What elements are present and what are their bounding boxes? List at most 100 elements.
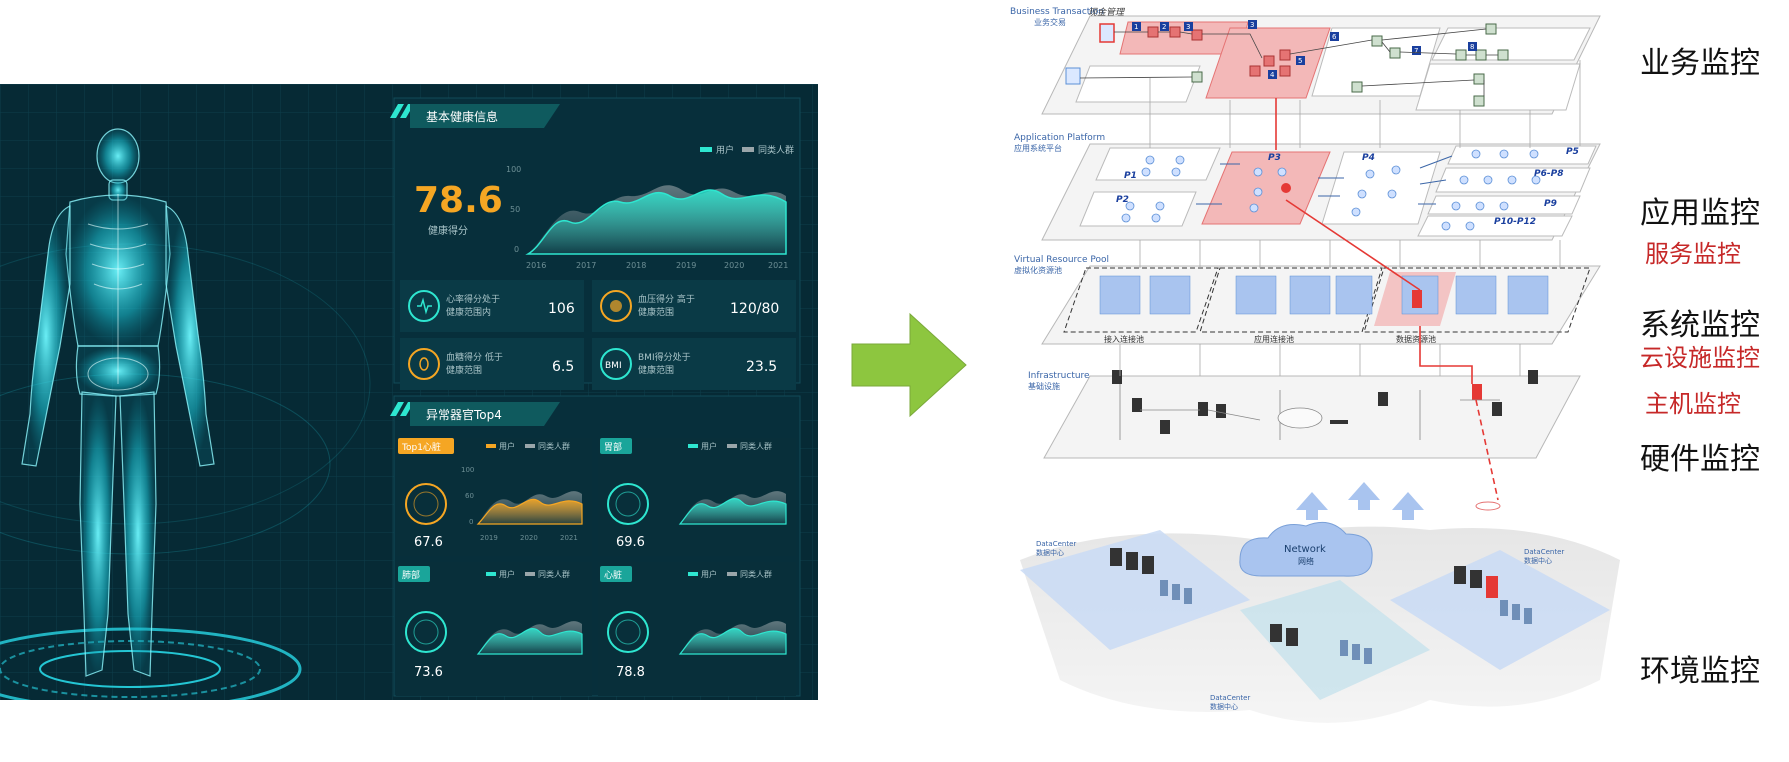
process-node [1371,35,1383,47]
network-label: Network [1284,544,1326,555]
alert-node [1281,183,1291,193]
platform-label: P4 [1362,153,1375,163]
health-trend-chart: 100 50 0 2016 2017 2018 2019 2020 2021 [506,165,788,270]
legend-peer-label: 同类人群 [538,441,570,451]
x-tick: 2021 [560,534,578,542]
platform-box [1095,147,1221,181]
x-tick: 2017 [576,261,596,270]
user-area [678,628,787,655]
y-tick: 0 [514,245,519,254]
process-node [1279,65,1291,77]
monitor-label-system: 系统监控 [1640,308,1760,343]
step-badge: 5 [1298,57,1302,65]
monitor-label-application: 应用监控 [1640,196,1760,231]
platform-label: P10-P12 [1494,217,1536,227]
organ-tag [398,566,430,582]
bmi-badge: BMI [605,361,622,371]
layer-cn-label: 虚拟化资源池 [1014,265,1062,275]
layer-business-transaction: Business Transaction 业务交易 现金管理 [1010,7,1601,115]
y-tick: 60 [465,492,474,500]
organ-card-heart: 心脏 用户 同类人群 78.8 [598,562,796,696]
step-badge: 2 [1162,23,1166,31]
organ-name: Top1心脏 [401,441,441,453]
organ-tag [600,566,632,582]
legend-user-swatch [700,147,712,152]
alert-host-icon [1472,384,1482,400]
step-badge: 4 [1270,71,1275,79]
x-tick: 2020 [520,534,538,542]
indicator-label: 血压得分 高于 [638,293,695,305]
monitor-label-business: 业务监控 [1640,46,1760,81]
flow-lines [1079,28,1498,96]
organ-name: 心脏 [604,569,622,581]
datacenter-sublabel: 数据中心 [1036,548,1064,557]
legend-peer-label: 同类人群 [740,569,772,579]
layer-cn-label: 基础设施 [1028,381,1060,391]
datacenter-center: DataCenter 数据中心 [1210,580,1430,711]
organ-score: 73.6 [414,665,443,680]
heart-organ-icon [405,483,447,525]
layer-cn-label: 业务交易 [1034,17,1066,27]
platform-label: P1 [1124,171,1137,181]
indicator-label: 心率得分处于 [446,293,500,305]
layer-connectors [1119,60,1581,376]
layer-application-platform: Application Platform 应用系统平台 P1 P2 P3 P4 … [1014,133,1601,241]
datacenter-label: DataCenter [1210,694,1250,702]
bmi-icon [600,348,632,380]
layer-infrastructure: Infrastructure 基础设施 [1028,370,1581,459]
pool-label: 接入连接池 [1104,334,1144,344]
process-node [1485,23,1497,35]
step-badge: 7 [1414,47,1418,55]
x-tick: 2019 [676,261,696,270]
indicator-card-bmi: BMI BMI得分处于 健康范围 23.5 [592,338,796,390]
up-arrows [1296,482,1424,520]
organ-score: 78.8 [616,665,645,680]
server-racks [1099,275,1549,315]
step-badge: 3 [1250,21,1254,29]
abnormal-organs-title: 异常器官Top4 [426,407,502,422]
monitor-label-host: 主机监控 [1645,390,1741,418]
y-tick: 50 [510,205,520,214]
layer-en-label: Virtual Resource Pool [1014,255,1109,265]
step-badge: 6 [1332,33,1337,41]
indicator-sublabel: 健康范围 [638,364,674,376]
process-node [1473,95,1485,107]
x-tick: 2019 [480,534,498,542]
indicator-card-blood-sugar: 血糖得分 低于 健康范围 6.5 [400,338,584,390]
organ-tag [600,438,632,454]
datacenter-label: DataCenter [1524,548,1564,556]
datacenter-sublabel: 数据中心 [1524,556,1552,565]
step-badge: 3 [1186,23,1190,31]
monitor-label-environment: 环境监控 [1640,654,1760,689]
legend-user-label: 用户 [701,569,717,579]
blood-sugar-icon [408,348,440,380]
organ-tag [398,438,454,454]
datacenter-label: DataCenter [1036,540,1076,548]
header-slash-icon [390,104,414,118]
organ-card-stomach: 胃部 用户 同类人群 69.6 [598,438,796,556]
indicator-value: 120/80 [730,301,779,317]
layer-cn-label: 应用系统平台 [1014,143,1062,153]
trace-endpoint [1475,501,1501,511]
layer-en-label: Infrastructure [1028,371,1090,381]
indicator-sublabel: 健康范围内 [446,306,491,318]
skeleton-lines [87,194,149,391]
heart-organ-icon [607,611,649,653]
legend-user-label: 用户 [499,441,515,451]
process-node [1169,26,1181,38]
datacenter-east: DataCenter 数据中心 [1390,548,1610,670]
user-area [476,498,583,525]
dashboard-canvas: 基本健康信息 用户 同类人群 78.6 健康得分 100 50 0 2016 2… [0,84,818,700]
health-score-value: 78.6 [414,180,503,221]
user-icon [1065,67,1081,85]
business-tag: 现金管理 [1088,7,1126,18]
platform-box [1417,215,1573,237]
y-tick: 100 [506,165,521,174]
network-sublabel: 网络 [1298,556,1314,566]
user-area [525,189,787,255]
heart-rate-icon [408,290,440,322]
platform-links [1196,155,1453,205]
alert-server-icon [1412,290,1422,308]
platform-box [1079,191,1197,227]
layer-en-label: Business Transaction [1010,7,1104,17]
